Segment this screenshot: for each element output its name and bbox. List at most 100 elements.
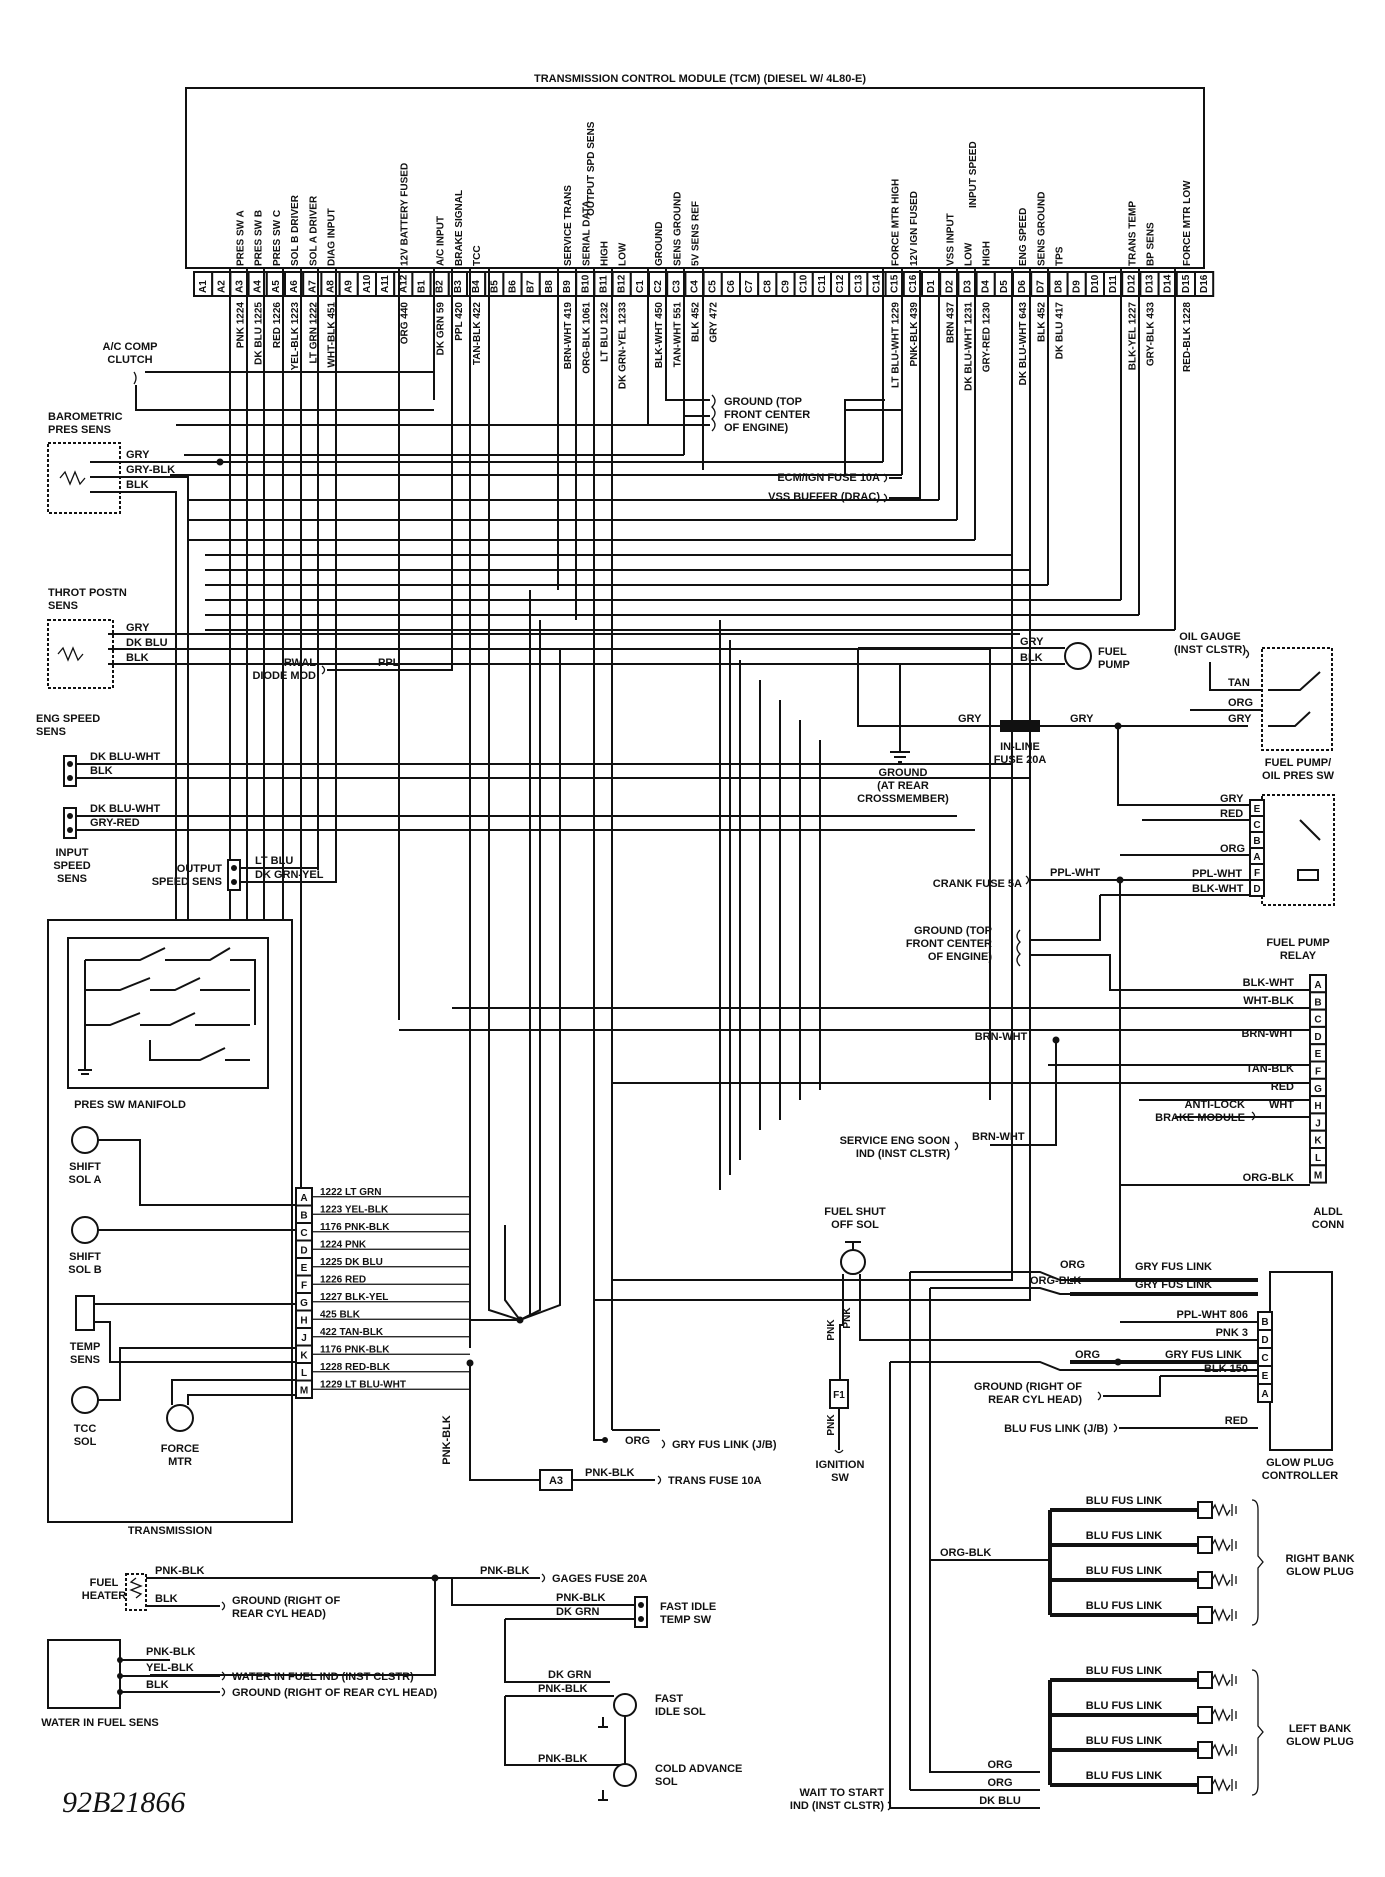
ecm-vss-group: ECM/IGN FUSE 10A VSS BUFFER (DRAC) bbox=[768, 270, 921, 503]
left_bank-plug-ground-2 bbox=[1231, 1709, 1237, 1721]
cold-advance-label-2: SOL bbox=[655, 1776, 678, 1788]
wait-label-1: WAIT TO START bbox=[799, 1787, 884, 1799]
left_bank-link-label-4: BLU FUS LINK bbox=[1086, 1770, 1162, 1782]
input-speed-sens: DK BLU-WHT GRY-RED INPUT SPEED SENS bbox=[53, 803, 975, 885]
inline-fuse-20a: GRY GRY IN-LINE FUSE 20A bbox=[857, 648, 1262, 806]
transmission-label: TRANSMISSION bbox=[128, 1525, 212, 1537]
water-sens-box bbox=[47, 1639, 121, 1709]
wait-wire-2: ORG bbox=[987, 1777, 1012, 1789]
ground-right-glow-label-1: GROUND (RIGHT OF bbox=[974, 1381, 1082, 1393]
trans-conn-letter-d: D bbox=[300, 1246, 307, 1257]
tcm-title: TRANSMISSION CONTROL MODULE (TCM) (DIESE… bbox=[534, 73, 866, 85]
fuel-heater-wire-1: PNK-BLK bbox=[155, 1565, 205, 1577]
ignition-sw-label-1: IGNITION bbox=[816, 1459, 865, 1471]
aldl-wire-4: TAN-BLK bbox=[1246, 1063, 1294, 1075]
left_bank-plug-element-4 bbox=[1211, 1778, 1231, 1792]
pres-sw-manifold: PRES SW MANIFOLD bbox=[67, 937, 269, 1111]
glow-wire-gry-2: GRY FUS LINK bbox=[1135, 1279, 1212, 1291]
pin-label-c8: C8 bbox=[762, 280, 773, 293]
ground-rear-crossmember: GROUND (AT REAR CROSSMEMBER) bbox=[857, 740, 949, 805]
pin-label-b1: B1 bbox=[417, 280, 428, 293]
input-speed-label: INPUT SPEED bbox=[968, 141, 979, 208]
fast-idle-sol-label-2: IDLE SOL bbox=[655, 1706, 706, 1718]
water-in-fuel-ind-label: WATER IN FUEL IND (INST CLSTR) bbox=[232, 1671, 414, 1683]
ground-top2-label-2: FRONT CENTER bbox=[906, 938, 992, 950]
pin-label-a10: A10 bbox=[362, 274, 373, 293]
baro-wire-3: BLK bbox=[126, 479, 149, 491]
pin-label-c5: C5 bbox=[708, 280, 719, 293]
ground-top-label-3: OF ENGINE) bbox=[724, 422, 789, 434]
pin-label-c9: C9 bbox=[781, 280, 792, 293]
input-speed-wire-2: GRY-RED bbox=[90, 817, 140, 829]
relay-wire-3: ORG bbox=[1220, 843, 1245, 855]
right_bank-label-2: GLOW PLUG bbox=[1286, 1566, 1354, 1578]
right_bank-plug-element-2 bbox=[1211, 1538, 1231, 1552]
pin-wire-label-a5: RED 1226 bbox=[272, 302, 283, 349]
aldl-letter-e: E bbox=[1315, 1049, 1322, 1060]
vss-buffer-label: VSS BUFFER (DRAC) bbox=[768, 491, 880, 503]
trans-conn-letter-j: J bbox=[301, 1333, 307, 1344]
pin-label-a8: A8 bbox=[326, 280, 337, 293]
glow-wire-red: RED bbox=[1225, 1415, 1248, 1427]
pin-wire-label-b2: DK GRN 59 bbox=[436, 302, 447, 356]
pin-label-d10: D10 bbox=[1090, 274, 1101, 293]
trans-conn-letter-h: H bbox=[300, 1316, 307, 1327]
aldl-letter-j: J bbox=[1315, 1118, 1321, 1129]
oil-gauge-fuel-pump-sw: OIL GAUGE (INST CLSTR) TAN ORG GRY FUEL … bbox=[1174, 631, 1335, 782]
inline-fuse-symbol bbox=[1000, 720, 1040, 732]
temp-sens: TEMP SENS bbox=[70, 1295, 300, 1366]
aldl-letter-k: K bbox=[1314, 1136, 1322, 1147]
function-label-a6: SOL B DRIVER bbox=[290, 194, 301, 266]
trans-conn-wire-label-f: 1226 RED bbox=[320, 1274, 366, 1285]
shift-sol-a: SHIFT SOL A bbox=[68, 1126, 300, 1206]
relay-wire-5: BLK-WHT bbox=[1192, 883, 1244, 895]
pin-label-a11: A11 bbox=[380, 275, 391, 293]
eng-speed-label-1: ENG SPEED bbox=[36, 713, 100, 725]
eng-speed-label-2: SENS bbox=[36, 726, 66, 738]
crank-fuse: CRANK FUSE 5A PPL-WHT bbox=[933, 867, 1121, 1280]
org-jb-wire: ORG bbox=[625, 1435, 650, 1447]
aldl-letter-f: F bbox=[1315, 1067, 1321, 1078]
throt-wire-1: GRY bbox=[126, 622, 150, 634]
left_bank-plug-ground-1 bbox=[1231, 1674, 1237, 1686]
function-label-b4: TCC bbox=[472, 245, 483, 266]
gages-wire: PNK-BLK bbox=[480, 1565, 530, 1577]
trans-conn-wire-label-e: 1225 DK BLU bbox=[320, 1257, 383, 1268]
fuel-shut-wire-3: PNK bbox=[826, 1414, 837, 1436]
fuel-heater: FUEL HEATER PNK-BLK BLK GROUND (RIGHT OF… bbox=[82, 1565, 647, 1676]
fuel-pump-oil-sw-box bbox=[1261, 647, 1333, 751]
tcc-sol-label-2: SOL bbox=[74, 1436, 97, 1448]
function-label-d2: VSS INPUT bbox=[945, 213, 956, 266]
left_bank-plug-element-3 bbox=[1211, 1743, 1231, 1757]
function-label-b12: LOW bbox=[618, 242, 629, 266]
water-sens-label: WATER IN FUEL SENS bbox=[41, 1717, 159, 1729]
a3-tag: A3 bbox=[549, 1475, 563, 1487]
right_bank-plug-ground-3 bbox=[1231, 1574, 1237, 1586]
gry-fus-link-jb: ORG GRY FUS LINK (J/B) bbox=[593, 1190, 777, 1451]
left_bank-link-label-2: BLU FUS LINK bbox=[1086, 1700, 1162, 1712]
pin-label-d6: D6 bbox=[1017, 280, 1028, 293]
output-spd-sens-label: OUTPUT SPD SENS bbox=[586, 121, 597, 216]
pin-label-b2: B2 bbox=[435, 280, 446, 293]
pin-label-c16: C16 bbox=[908, 274, 919, 293]
relay-letter-a: A bbox=[1253, 852, 1260, 863]
left_bank-label-1: LEFT BANK bbox=[1289, 1723, 1351, 1735]
tcc-sol: TCC SOL bbox=[71, 1347, 300, 1448]
glow-ctrl-label-1: GLOW PLUG bbox=[1266, 1457, 1334, 1469]
routing-wires bbox=[145, 371, 1175, 1301]
force-mtr-label-1: FORCE bbox=[161, 1443, 200, 1455]
right_bank-plug-2 bbox=[1197, 1536, 1213, 1554]
relay-label-2: RELAY bbox=[1280, 950, 1317, 962]
trans-conn-letter-c: C bbox=[300, 1228, 307, 1239]
right_bank-link-label-3: BLU FUS LINK bbox=[1086, 1565, 1162, 1577]
pin-label-d11: D11 bbox=[1108, 275, 1119, 293]
wait-label-2: IND (INST CLSTR) bbox=[790, 1800, 884, 1812]
service-wire: BRN-WHT bbox=[972, 1131, 1025, 1143]
pin-wire-label-c16: PNK-BLK 439 bbox=[909, 302, 920, 367]
rwal-wire: PPL bbox=[378, 657, 400, 669]
